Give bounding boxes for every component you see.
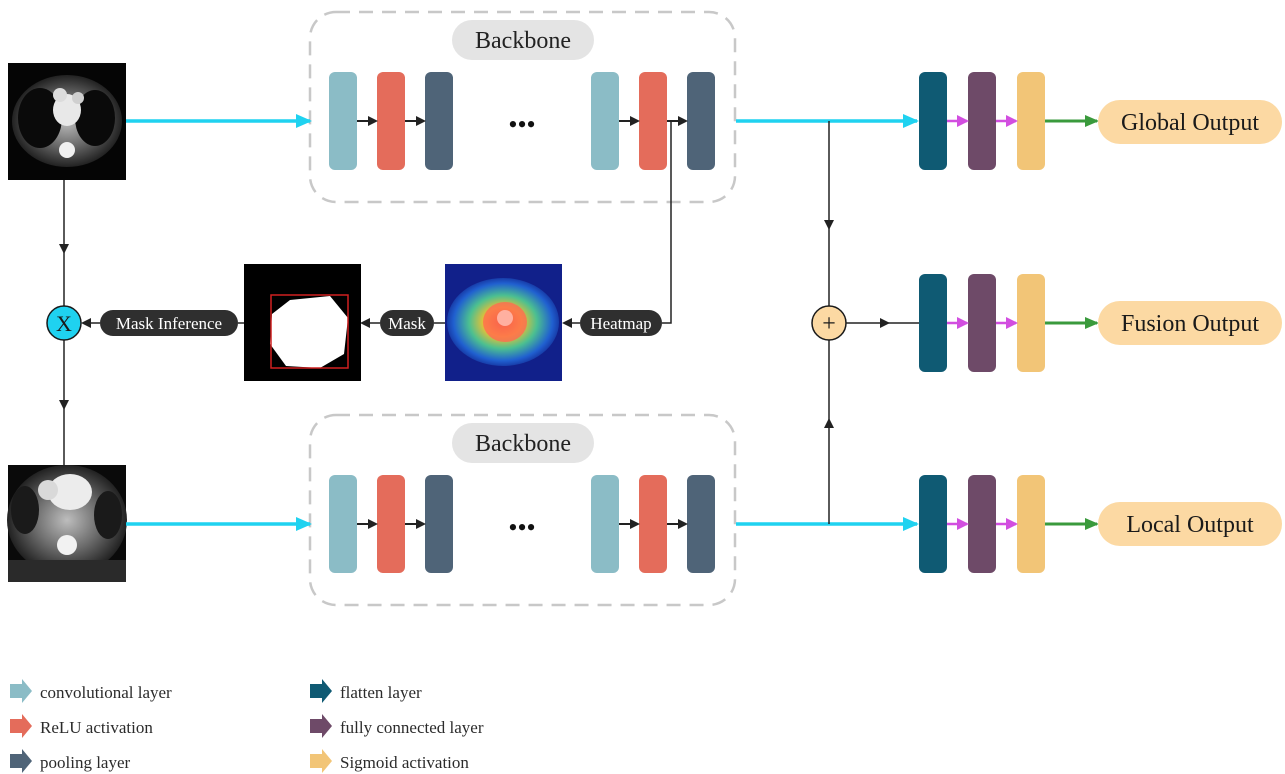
backbone-bottom-ellipsis: ••• <box>508 513 535 542</box>
legend-label: pooling layer <box>40 753 131 772</box>
head-local <box>919 475 1099 573</box>
legend-item-pool: pooling layer <box>10 749 131 773</box>
mask-inference-pill: Mask Inference <box>100 310 238 336</box>
conv-layer <box>591 475 619 573</box>
relu-layer <box>639 72 667 170</box>
fc-layer <box>968 274 996 372</box>
head-fusion <box>919 274 1099 372</box>
arrow-icon <box>310 749 332 773</box>
head-global <box>919 72 1099 170</box>
arrow-icon <box>10 749 32 773</box>
arrow-icon <box>310 714 332 738</box>
legend-label: fully connected layer <box>340 718 484 737</box>
relu-layer <box>377 475 405 573</box>
legend-label: Sigmoid activation <box>340 753 469 772</box>
local-output-label: Local Output <box>1126 512 1254 538</box>
flatten-layer <box>919 475 947 573</box>
sigmoid-layer <box>1017 475 1045 573</box>
pool-layer <box>687 475 715 573</box>
mask-inference-label: Mask Inference <box>116 314 222 333</box>
legend-label: flatten layer <box>340 683 422 702</box>
arrow-icon <box>10 714 32 738</box>
flatten-layer <box>919 274 947 372</box>
backbone-top-label: Backbone <box>475 28 571 54</box>
legend-item-conv: convolutional layer <box>10 679 172 703</box>
legend-item-sigmoid: Sigmoid activation <box>310 749 469 773</box>
conv-layer <box>329 72 357 170</box>
arrow-icon <box>10 679 32 703</box>
backbone-bottom-layers <box>329 475 715 573</box>
legend-item-relu: ReLU activation <box>10 714 153 738</box>
fc-layer <box>968 475 996 573</box>
legend: convolutional layer ReLU activation pool… <box>10 679 484 773</box>
local-output-pill: Local Output <box>1098 502 1282 546</box>
heatmap-image <box>445 264 562 381</box>
sigmoid-layer <box>1017 72 1045 170</box>
backbone-top-ellipsis: ••• <box>508 110 535 139</box>
backbone-top: Backbone ••• <box>308 10 737 204</box>
legend-label: convolutional layer <box>40 683 172 702</box>
fc-layer <box>968 72 996 170</box>
pool-layer <box>687 72 715 170</box>
heatmap-line <box>662 121 672 324</box>
conv-layer <box>329 475 357 573</box>
relu-layer <box>639 475 667 573</box>
mask-image <box>244 264 361 381</box>
heatmap-pill: Heatmap <box>580 310 662 336</box>
global-output-label: Global Output <box>1121 110 1259 136</box>
flatten-layer <box>919 72 947 170</box>
multiply-operator: X <box>46 305 82 341</box>
backbone-top-layers <box>329 72 715 170</box>
add-operator: + <box>811 305 847 341</box>
arrow-icon <box>310 679 332 703</box>
conv-layer <box>591 72 619 170</box>
legend-item-flatten: flatten layer <box>310 679 422 703</box>
multiply-symbol: X <box>56 311 72 336</box>
ct-scan-image <box>8 63 126 180</box>
backbone-bottom-label: Backbone <box>475 431 571 457</box>
legend-item-fc: fully connected layer <box>310 714 484 738</box>
mask-label: Mask <box>388 314 426 333</box>
add-symbol: + <box>822 311 836 337</box>
sigmoid-layer <box>1017 274 1045 372</box>
mask-pill: Mask <box>380 310 434 336</box>
backbone-bottom: Backbone ••• <box>308 413 737 607</box>
fusion-output-label: Fusion Output <box>1121 311 1259 337</box>
legend-label: ReLU activation <box>40 718 153 737</box>
fusion-output-pill: Fusion Output <box>1098 301 1282 345</box>
global-output-pill: Global Output <box>1098 100 1282 144</box>
ct-scan-crop-image <box>7 465 127 582</box>
heatmap-label: Heatmap <box>590 314 651 333</box>
pool-layer <box>425 475 453 573</box>
relu-layer <box>377 72 405 170</box>
pool-layer <box>425 72 453 170</box>
